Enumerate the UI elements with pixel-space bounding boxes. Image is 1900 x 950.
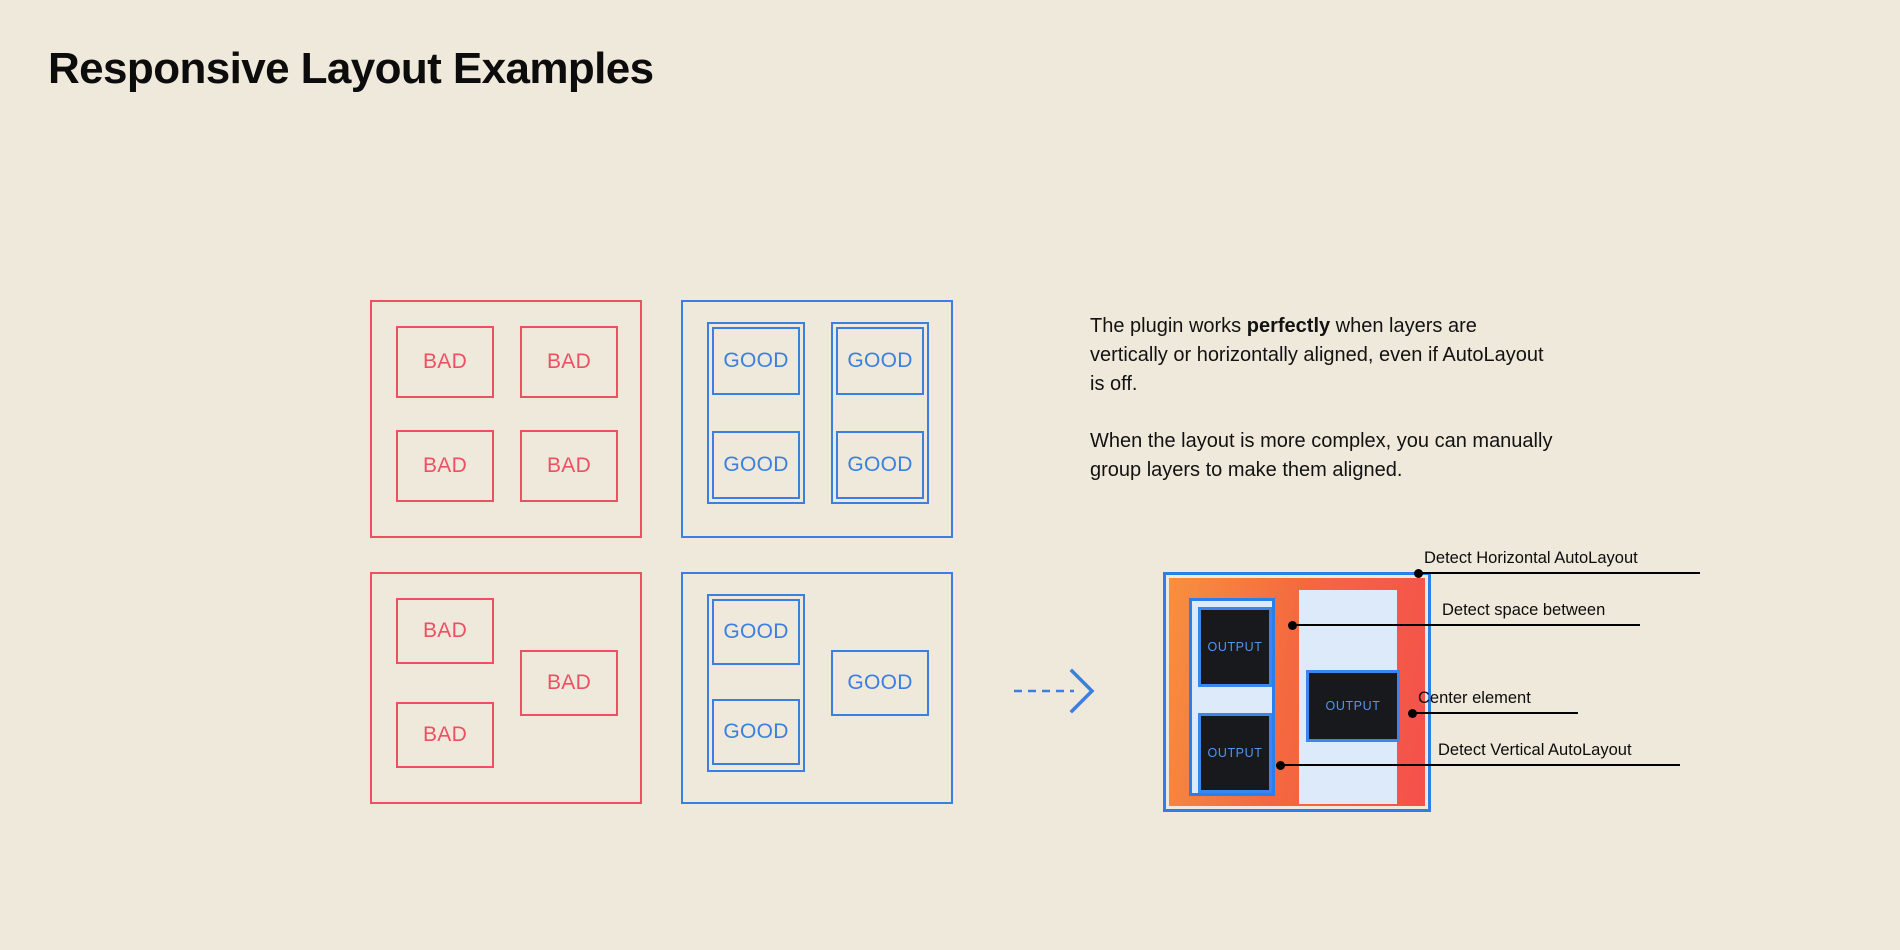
annotation-label: Detect space between (1442, 601, 1606, 619)
output-diagram: OUTPUT OUTPUT OUTPUT (1163, 572, 1431, 812)
panel-border (681, 300, 953, 538)
page-title: Responsive Layout Examples (48, 44, 654, 93)
good-cell-single: GOOD (831, 650, 929, 716)
diagram-inner: OUTPUT OUTPUT OUTPUT (1169, 578, 1425, 806)
panel-border (370, 300, 642, 538)
example-bad-grid: BAD BAD BAD BAD (370, 300, 642, 538)
paragraph-2: When the layout is more complex, you can… (1090, 430, 1553, 481)
bad-cell: BAD (396, 430, 494, 502)
paragraph-1: The plugin works perfectly when layers a… (1090, 312, 1560, 399)
annotation-label: Detect Vertical AutoLayout (1438, 741, 1632, 759)
arrow-right-dashed-icon (1012, 668, 1102, 714)
bad-cell: BAD (520, 650, 618, 716)
good-group: GOOD GOOD (707, 322, 805, 504)
p1-before: The plugin works (1090, 315, 1247, 337)
output-box: OUTPUT (1198, 607, 1272, 687)
panel-border (681, 572, 953, 804)
bad-cell: BAD (520, 430, 618, 502)
annotation-label: Center element (1418, 689, 1531, 707)
example-good-grid: GOOD GOOD GOOD GOOD (681, 300, 953, 538)
annotation-line (1412, 712, 1578, 714)
bad-cell: BAD (520, 326, 618, 398)
p1-bold: perfectly (1246, 315, 1331, 337)
good-group: GOOD GOOD (707, 594, 805, 772)
good-group: GOOD GOOD (831, 322, 929, 504)
good-cell: GOOD (836, 327, 924, 395)
p1-after: when layers are vertically or horizontal… (1090, 315, 1544, 395)
output-box: OUTPUT (1306, 670, 1400, 742)
example-good-complex: GOOD GOOD GOOD (681, 572, 953, 804)
annotation-label: Detect Horizontal AutoLayout (1424, 549, 1638, 567)
output-box: OUTPUT (1198, 713, 1272, 793)
example-bad-complex: BAD BAD BAD (370, 572, 642, 804)
annotation-line (1292, 624, 1640, 626)
diagram-gradient-fill: OUTPUT OUTPUT OUTPUT (1169, 578, 1425, 806)
good-cell: GOOD (712, 699, 800, 765)
bad-cell: BAD (396, 598, 494, 664)
panel-border (370, 572, 642, 804)
good-cell: GOOD (712, 599, 800, 665)
good-cell: GOOD (836, 431, 924, 499)
annotation-line (1418, 572, 1700, 574)
bad-cell: BAD (396, 326, 494, 398)
vertical-group-panel: OUTPUT OUTPUT (1189, 598, 1275, 796)
description-copy: The plugin works perfectly when layers a… (1090, 312, 1560, 485)
good-cell: GOOD (712, 431, 800, 499)
annotation-line (1280, 764, 1680, 766)
good-cell: GOOD (712, 327, 800, 395)
bad-cell: BAD (396, 702, 494, 768)
